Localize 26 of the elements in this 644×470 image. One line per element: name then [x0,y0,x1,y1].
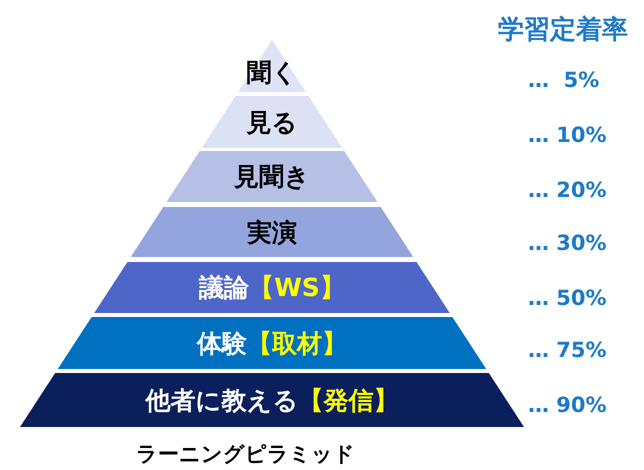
pyramid-tier [166,151,378,202]
caption: ラーニングピラミッド [136,441,355,468]
tier-label: 聞く [246,56,298,88]
retention-rate: … 20% [528,178,607,202]
tier-label: 他者に教える [146,384,298,416]
tier-tag: 【発信】 [298,384,398,416]
tier-label: 見る [246,106,298,138]
retention-rate: … 75% [528,338,607,362]
tier-label: 見聞き [234,161,310,193]
tier-label: 体験 [196,328,247,360]
tier-label: 議論 [199,272,250,304]
pyramid-tier [130,207,414,257]
retention-rate: … 90% [528,393,607,417]
retention-rate: … 50% [528,286,607,310]
tier-label: 実演 [246,216,297,248]
pyramid-tier [202,96,342,148]
tier-tag: 【WS】 [249,271,345,304]
pyramid-tier [238,40,306,92]
tier-tag: 【取材】 [246,326,347,360]
retention-rate: … 10% [528,123,607,147]
retention-rate: … 5% [528,68,600,92]
pyramid-tier [20,373,524,427]
column-heading: 学習定着率 [498,14,628,47]
retention-rate: … 30% [528,231,607,255]
pyramid-tier [58,317,486,369]
pyramid-tier [94,262,450,313]
